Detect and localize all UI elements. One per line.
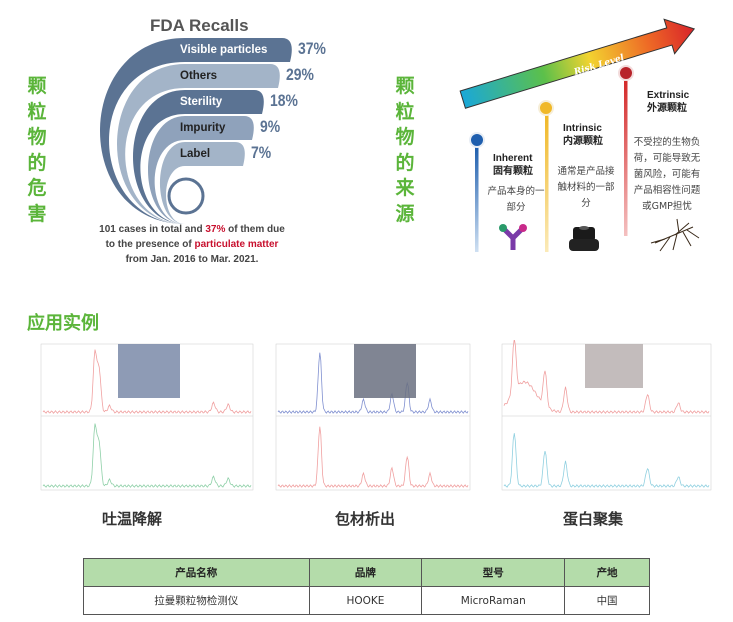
- source-heading-en: Inherent: [493, 153, 533, 164]
- table-header: 产地: [564, 558, 650, 587]
- source-heading: Intrinsic 内源颗粒: [563, 122, 603, 148]
- spectrum-line: [503, 340, 710, 414]
- source-heading-en: Intrinsic: [563, 123, 602, 134]
- spectrum-line: [503, 433, 710, 488]
- fda-title: FDA Recalls: [150, 16, 249, 35]
- funnel-band-percent: 37%: [298, 39, 326, 58]
- source-description: 不受控的生物负荷，可能导致无菌风险，可能有产品相容性问题或GMP担忧: [633, 137, 701, 212]
- rubber-stopper-icon: [569, 226, 599, 251]
- spectrum-line: [277, 352, 469, 414]
- funnel-band-label: Sterility: [180, 96, 223, 108]
- funnel-band-label: Visible particles: [180, 44, 268, 56]
- caption-highlight-percent: 37%: [205, 224, 226, 235]
- hazards-vertical-title: 颗粒物的危害: [27, 75, 47, 225]
- example-caption: 包材析出: [335, 510, 396, 528]
- microscope-image-inset: [585, 344, 643, 388]
- caption-text: of them due to the presence of: [105, 224, 285, 250]
- caption-text: from Jan. 2016 to Mar. 2021.: [125, 254, 259, 265]
- table-header: 型号: [421, 558, 566, 587]
- source-heading: Extrinsic 外源颗粒: [647, 89, 689, 115]
- funnel-band-percent: 18%: [270, 91, 298, 110]
- raman-spectrum-panel: [275, 343, 471, 491]
- example-caption: 蛋白聚集: [563, 510, 624, 528]
- raman-spectrum-panel: [40, 343, 254, 491]
- sources-vertical-title: 颗粒物的来源: [395, 75, 415, 225]
- funnel-band-label: Others: [180, 70, 218, 82]
- funnel-center-circle: [167, 177, 205, 215]
- raman-spectrum-panel: [501, 340, 712, 491]
- funnel-band-label: Label: [180, 148, 211, 160]
- microscope-image-inset: [354, 344, 416, 398]
- examples-title: 应用实例: [27, 313, 99, 334]
- spectrum-line: [42, 423, 252, 488]
- mosquito-icon: [650, 218, 700, 252]
- source-heading-zh: 内源颗粒: [563, 136, 603, 147]
- caption-highlight-term: particulate matter: [194, 239, 279, 250]
- funnel-band-percent: 9%: [260, 117, 281, 136]
- table-cell: 中国: [564, 586, 650, 615]
- source-heading-zh: 外源颗粒: [647, 103, 687, 114]
- table-header: 产品名称: [83, 558, 310, 587]
- funnel-band-percent: 7%: [251, 143, 272, 162]
- source-heading-en: Extrinsic: [647, 90, 690, 101]
- risk-level-diagram: Risk Level: [459, 18, 700, 252]
- microscope-image-inset: [118, 344, 180, 398]
- table-cell: HOOKE: [308, 586, 423, 615]
- funnel-band-label: Impurity: [180, 122, 226, 134]
- spectrum-line: [277, 426, 469, 488]
- table-cell: 拉曼颗粒物检测仪: [83, 586, 310, 615]
- source-description: 产品本身的一部分: [487, 186, 545, 213]
- source-heading-zh: 固有颗粒: [493, 166, 533, 177]
- source-description: 通常是产品接触材料的一部分: [557, 166, 615, 209]
- example-caption: 吐温降解: [102, 510, 163, 528]
- fda-funnel-graphic: [100, 38, 330, 240]
- funnel-band-percent: 29%: [286, 65, 314, 84]
- spectrum-line: [42, 349, 252, 414]
- table-header: 品牌: [308, 558, 423, 587]
- table-cell: MicroRaman: [421, 586, 566, 615]
- caption-text: 101 cases in total and: [99, 224, 206, 235]
- source-heading: Inherent 固有颗粒: [493, 152, 533, 178]
- fda-caption: 101 cases in total and 37% of them due t…: [96, 222, 288, 267]
- risk-arrow: [459, 18, 696, 109]
- antibody-icon: [499, 224, 527, 250]
